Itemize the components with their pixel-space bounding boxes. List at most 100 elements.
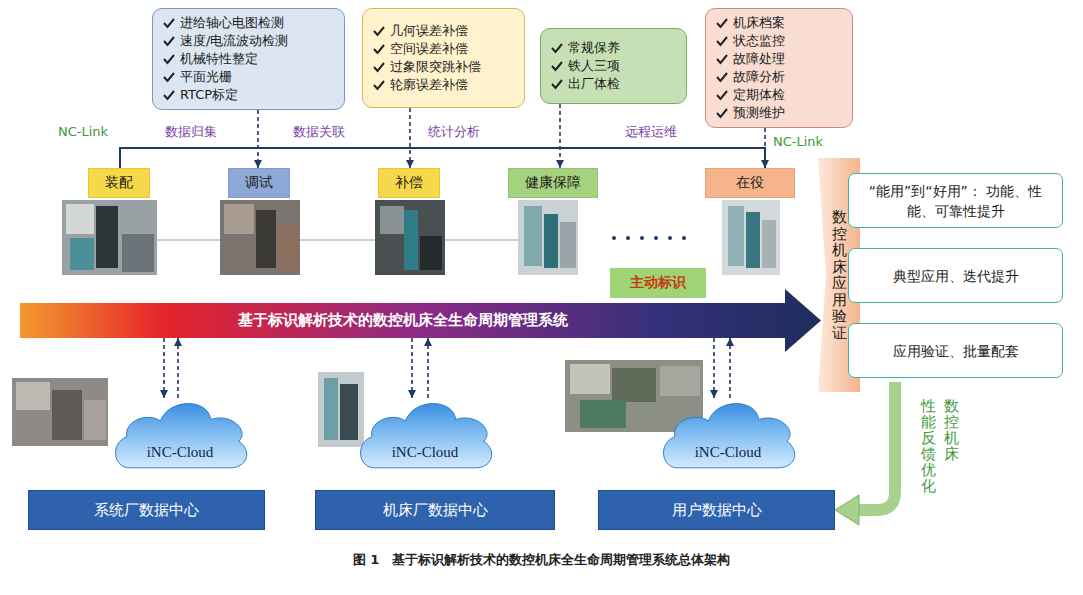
item-text: 进给轴心电图检测 xyxy=(180,14,284,32)
machine-photo xyxy=(62,200,157,275)
check-mark xyxy=(716,107,728,119)
machine-photo xyxy=(518,200,578,275)
item-text: 定期体检 xyxy=(733,86,785,104)
node-content: 数控机床应用验证 xyxy=(832,209,847,341)
figure-caption: 图 1 基于标识解析技术的数控机床全生命周期管理系统总体架构 xyxy=(0,551,1083,569)
link-label: 统计分析 xyxy=(428,124,480,140)
photo-pixel xyxy=(544,214,558,268)
check-item: 铁人三项 xyxy=(551,57,620,75)
photo-pixel xyxy=(518,200,578,275)
callout-box: 机床档案状态监控故障处理故障分析定期体检预测维护 xyxy=(705,8,853,128)
check-mark xyxy=(716,89,728,101)
check-stroke xyxy=(552,80,562,88)
check-item: 定期体检 xyxy=(716,86,785,104)
check-mark xyxy=(163,35,175,47)
node-text: 系统厂数据中心 xyxy=(94,501,199,520)
photo-pixel xyxy=(324,378,338,440)
photo-pixel xyxy=(62,200,157,275)
dashed-arrow xyxy=(409,108,411,168)
check-stroke xyxy=(164,73,174,81)
check-mark xyxy=(551,42,563,54)
node-text: 主动标识 xyxy=(630,274,686,292)
dashed-arrow xyxy=(764,128,766,168)
dashed-arrow xyxy=(411,338,413,398)
item-text: 预测维护 xyxy=(733,104,785,122)
node-content: 装配 xyxy=(105,174,133,192)
check-mark xyxy=(373,25,385,37)
photo-pixel xyxy=(746,212,760,268)
dot xyxy=(654,236,658,240)
stage-box: 补偿 xyxy=(378,168,440,198)
check-item: 平面光栅 xyxy=(163,68,288,86)
node-content: 几何误差补偿空间误差补偿过象限突跳补偿轮廓误差补偿 xyxy=(373,22,481,94)
stage-box: 在役 xyxy=(705,168,795,198)
node-text: 补偿 xyxy=(395,174,423,192)
item-text: 速度/电流波动检测 xyxy=(180,32,288,50)
photo-pixel xyxy=(278,226,298,270)
check-stroke xyxy=(552,44,562,52)
photo-pixel xyxy=(560,222,576,268)
node-text: 应用验证、批量配套 xyxy=(893,341,1019,361)
node-text: 在役 xyxy=(736,174,764,192)
check-item: 机床档案 xyxy=(716,14,785,32)
check-item: 过象限突跳补偿 xyxy=(373,58,481,76)
tag-box: 主动标识 xyxy=(610,268,706,298)
node-content: 主动标识 xyxy=(630,274,686,292)
photo-pixel xyxy=(420,236,442,270)
callout-box: 几何误差补偿空间误差补偿过象限突跳补偿轮廓误差补偿 xyxy=(362,8,525,108)
item-text: 故障分析 xyxy=(733,68,785,86)
node-content: 机床厂数据中心 xyxy=(383,501,488,520)
data-center-box: 用户数据中心 xyxy=(598,490,835,530)
check-stroke xyxy=(374,27,384,35)
check-stroke xyxy=(164,55,174,63)
feedback-arrow xyxy=(835,382,895,525)
machine-photo xyxy=(722,200,780,275)
photo-pixel xyxy=(722,200,780,275)
callout-box: 进给轴心电图检测速度/电流波动检测机械特性整定平面光栅RTCP标定 xyxy=(152,8,345,110)
feedback-arrow-head xyxy=(835,495,859,525)
photo-pixel xyxy=(122,234,154,272)
check-item: 预测维护 xyxy=(716,104,785,122)
node-content: “能用”到“好用”： 功能、性能、可靠性提升 xyxy=(861,181,1050,221)
node-content: 典型应用、迭代提升 xyxy=(893,266,1019,286)
callout-box: 常规保养铁人三项出厂体检 xyxy=(540,28,687,104)
check-stroke xyxy=(717,19,727,27)
item-text: 出厂体检 xyxy=(568,75,620,93)
result-box: “能用”到“好用”： 功能、性能、可靠性提升 xyxy=(848,173,1063,228)
vertical-label: 性能反馈优化 xyxy=(921,398,936,494)
check-stroke xyxy=(374,45,384,53)
machine-photo xyxy=(318,372,364,447)
check-stroke xyxy=(164,37,174,45)
dot xyxy=(668,236,672,240)
node-content: 基于标识解析技术的数控机床全生命周期管理系统 xyxy=(238,311,568,330)
photo-pixel xyxy=(762,220,776,268)
link-label: 数据归集 xyxy=(165,124,217,140)
check-mark xyxy=(716,71,728,83)
photo-pixel xyxy=(12,378,108,446)
check-stroke xyxy=(164,91,174,99)
node-text: iNC-Cloud xyxy=(392,444,459,461)
photo-pixel xyxy=(318,372,364,447)
photo-pixel xyxy=(84,400,106,440)
check-stroke xyxy=(164,19,174,27)
photo-link-line xyxy=(150,239,520,241)
cloud-shape xyxy=(664,404,795,468)
node-text: 基于标识解析技术的数控机床全生命周期管理系统 xyxy=(238,311,568,330)
photo-pixel xyxy=(524,206,542,266)
node-text: “能用”到“好用”： 功能、性能、可靠性提升 xyxy=(861,181,1050,221)
node-text: 调试 xyxy=(245,174,273,192)
dashed-arrow xyxy=(257,110,259,168)
node-text: iNC-Cloud xyxy=(147,444,214,461)
dot xyxy=(640,236,644,240)
data-center-box: 系统厂数据中心 xyxy=(28,490,265,530)
check-mark xyxy=(551,60,563,72)
check-mark xyxy=(716,53,728,65)
node-content: iNC-Cloud xyxy=(147,444,214,461)
item-text: RTCP标定 xyxy=(180,86,238,104)
cloud-node: iNC-Cloud xyxy=(110,398,250,470)
node-text: iNC-Cloud xyxy=(695,444,762,461)
link-label: 数据关联 xyxy=(293,124,345,140)
check-item: 常规保养 xyxy=(551,39,620,57)
link-label: NC-Link xyxy=(773,134,823,150)
